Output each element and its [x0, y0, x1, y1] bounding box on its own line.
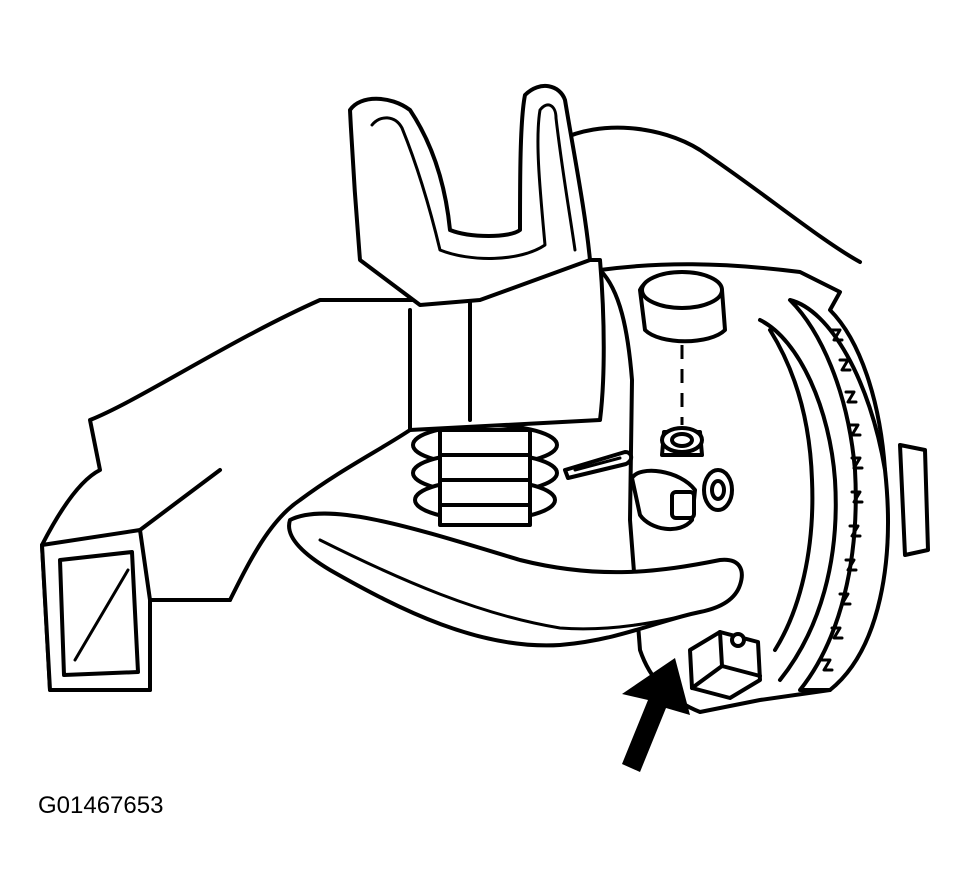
spring-tower — [348, 84, 592, 307]
coil-spring — [411, 423, 559, 527]
brake-rotor — [758, 298, 930, 692]
lower-bolt — [688, 630, 762, 700]
lower-control-arm — [287, 511, 744, 648]
figure-id-label: G01467653 — [38, 792, 164, 819]
indicator-arrow — [622, 658, 690, 772]
ball-joint-assembly — [563, 270, 734, 532]
frame-crossmember — [40, 258, 606, 692]
